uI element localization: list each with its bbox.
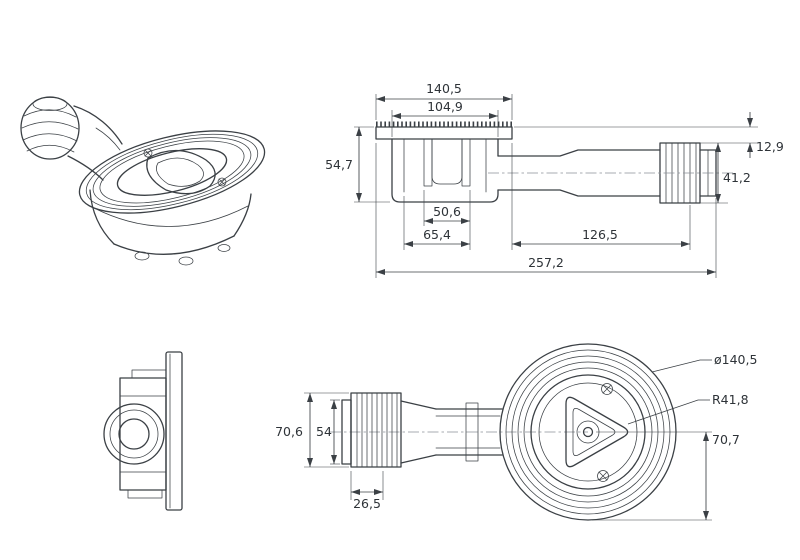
dim-insert-radius: R41,8 [627,392,749,425]
dim-label-nut-width: 70,6 [275,424,303,439]
section-view: 140,5 104,9 54,7 12,9 [325,81,784,278]
plan-nut [350,392,402,468]
dim-pipe-width: 54 [316,399,340,465]
dim-label-outlet-length: 126,5 [582,227,618,242]
plan-pipe-collar [465,402,479,462]
plan-dimensions: 70,6 54 26,5 ø140,5 [275,352,757,521]
dim-flange-width: 140,5 [375,81,513,120]
dim-flange-diameter: ø140,5 [651,352,757,373]
dim-offset-top-right: 12,9 [514,112,784,158]
plan-outlet [341,392,503,468]
dim-outlet-length: 126,5 [511,143,691,250]
plan-view: 70,6 54 26,5 ø140,5 [275,343,757,521]
dim-overall-length: 257,2 [375,143,717,278]
plan-screw-icon [601,383,613,395]
iso-body [89,189,252,266]
dim-label-height-left: 54,7 [325,157,353,172]
dim-label-trap-width: 65,4 [423,227,451,242]
iso-pipe [67,105,123,181]
section-dimensions: 140,5 104,9 54,7 12,9 [325,81,784,278]
dim-nut-length: 26,5 [350,471,384,511]
dim-label-flange-diameter: ø140,5 [714,352,757,367]
dim-trap-width: 65,4 [403,196,470,250]
front-body [119,377,167,491]
dim-label-body-width: 104,9 [427,99,463,114]
flange-cross-section [375,126,513,140]
dim-label-offset-top-right: 12,9 [756,139,784,154]
iso-insert [143,148,227,195]
dim-inner-width: 50,6 [423,190,471,250]
dim-body-width: 104,9 [391,99,499,137]
dim-label-flange-width: 140,5 [426,81,462,96]
dim-nut-width: 70,6 [275,392,349,468]
plan-geometry [330,343,677,521]
dim-height-left: 54,7 [325,126,390,203]
front-view [103,351,183,511]
dim-label-half-height: 70,7 [712,432,740,447]
dim-half-height: 70,7 [592,431,740,521]
iso-screw-icon [143,148,153,158]
iso-flange [78,130,266,214]
trap-wall-cross-section [423,138,433,187]
trap-wall-cross-section [461,138,471,187]
dim-label-nut-length: 26,5 [353,496,381,511]
dim-label-pipe-width: 54 [316,424,332,439]
isometric-view [20,96,266,266]
dim-label-insert-radius: R41,8 [712,392,749,407]
dim-outlet-height: 41,2 [700,143,751,204]
front-outlet [103,403,165,465]
plan-screw-icon [597,470,609,482]
front-flange-plate [165,351,183,511]
section-geometry [375,121,736,204]
dim-label-outlet-height: 41,2 [723,170,751,185]
dim-label-inner-width: 50,6 [433,204,461,219]
iso-nut [20,96,80,160]
iso-screw-icon [217,177,227,187]
dim-label-overall-length: 257,2 [528,255,564,270]
